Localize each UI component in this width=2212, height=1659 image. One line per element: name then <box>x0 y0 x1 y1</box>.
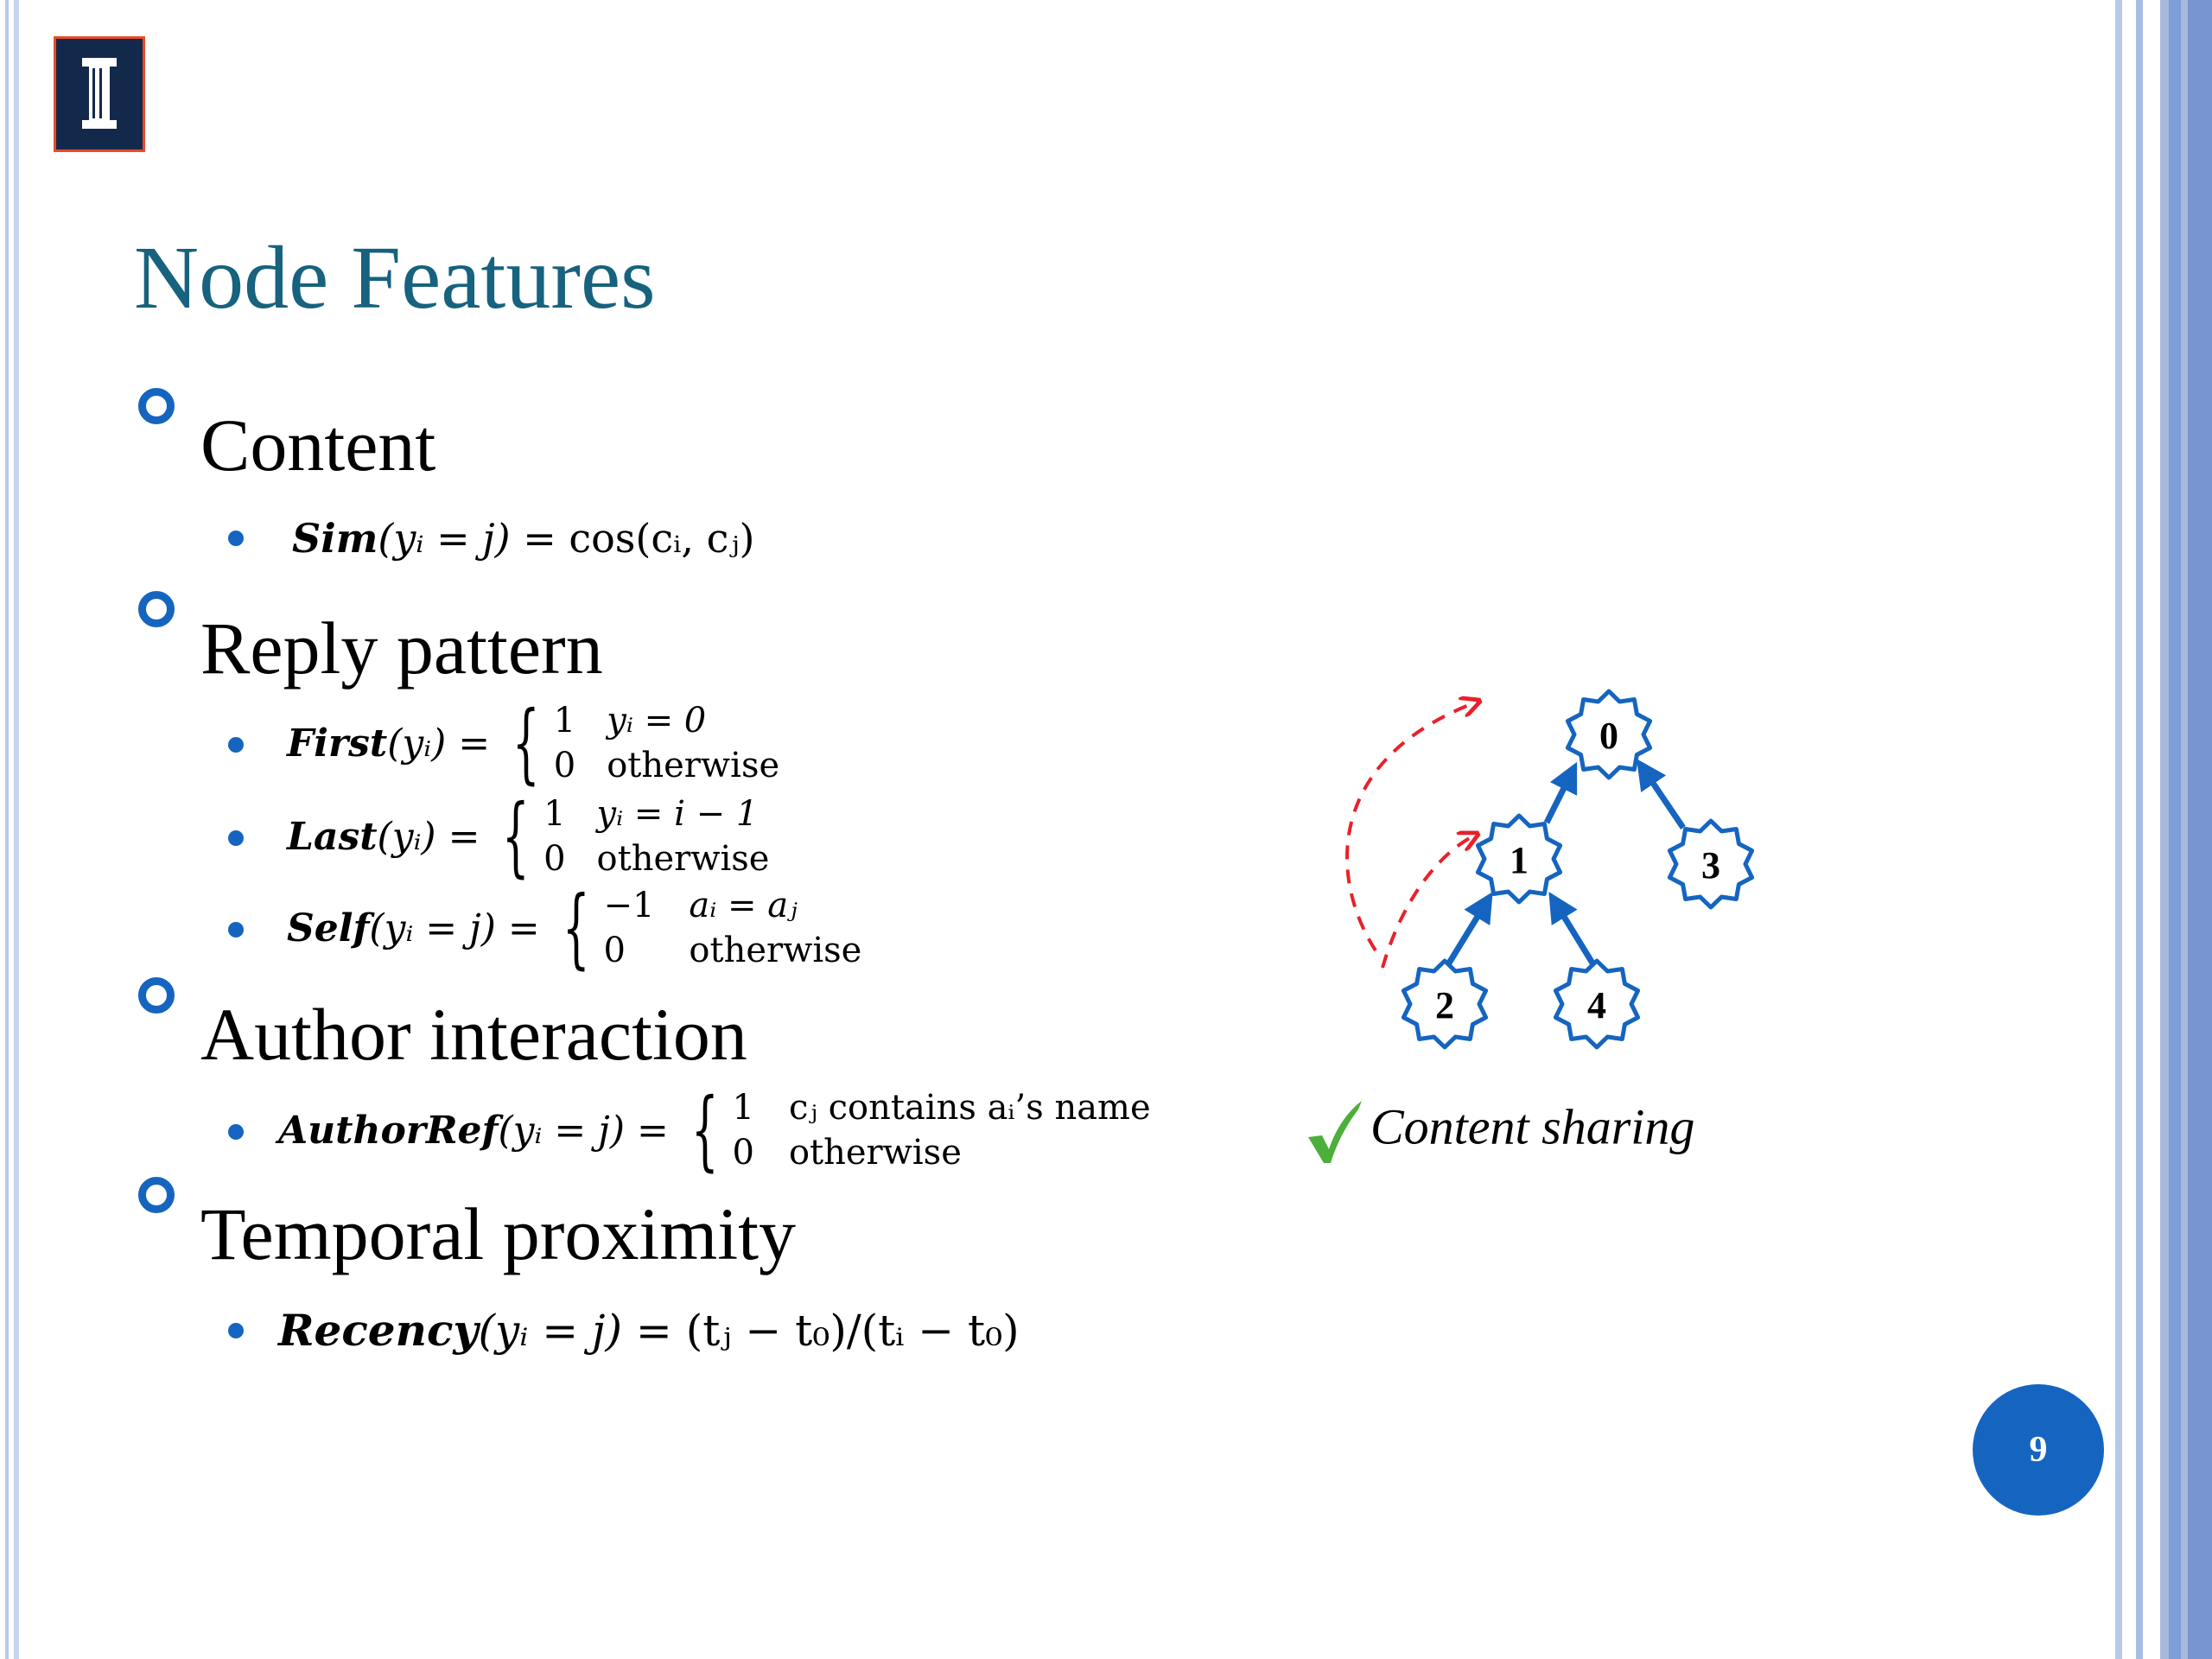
formula-recency: Recency(yᵢ = j) = (tⱼ − t₀)/(tᵢ − t₀) <box>228 1305 1020 1356</box>
tree-node-2 <box>1401 958 1489 1050</box>
section-heading: Author interaction <box>200 993 747 1076</box>
tree-node-3 <box>1667 818 1755 910</box>
formula-sim: Sim(yᵢ = j) = cos(cᵢ, cⱼ) <box>228 515 754 562</box>
edge-3-0 <box>1637 759 1686 830</box>
left-border <box>0 0 19 1659</box>
tree-node-1 <box>1475 813 1563 905</box>
hollow-bullet-icon <box>138 977 175 1014</box>
tree-node-label: 2 <box>1435 984 1454 1027</box>
tree-node-label: 1 <box>1510 839 1529 881</box>
content-sharing-arrow-2 <box>1345 702 1478 952</box>
diagram-caption: Content sharing <box>1305 1097 1694 1166</box>
tree-node-0 <box>1565 689 1653 780</box>
bullet-dot-icon <box>228 830 244 846</box>
right-border <box>2115 0 2212 1659</box>
page-number-badge: 9 <box>1973 1384 2104 1516</box>
checkmark-icon <box>1308 1101 1362 1163</box>
content-sharing-arrow-1 <box>1381 835 1476 969</box>
edge-1-0 <box>1543 761 1578 824</box>
tree-node-4 <box>1553 958 1641 1050</box>
reply-tree-diagram: 0 1 2 3 4 <box>1345 689 1755 1050</box>
hollow-bullet-icon <box>138 388 175 424</box>
section-heading: Reply pattern <box>200 607 603 690</box>
university-column-logo-icon <box>82 58 117 129</box>
tree-node-label: 3 <box>1701 844 1720 887</box>
bullet-dot-icon <box>228 531 244 546</box>
hollow-bullet-icon <box>138 1177 175 1213</box>
edge-2-1 <box>1440 892 1493 975</box>
university-logo <box>54 36 145 152</box>
section-heading: Content <box>200 404 436 486</box>
tree-node-label: 0 <box>1599 715 1618 757</box>
slide-title: Node Features <box>134 228 656 327</box>
bullet-dot-icon <box>228 1124 244 1140</box>
hollow-bullet-icon <box>138 591 175 627</box>
bullet-dot-icon <box>228 922 244 938</box>
edge-4-1 <box>1548 892 1601 975</box>
bullet-dot-icon <box>228 1322 244 1338</box>
bullet-dot-icon <box>228 737 244 753</box>
section-heading: Temporal proximity <box>200 1192 797 1275</box>
tree-node-label: 4 <box>1587 984 1606 1027</box>
